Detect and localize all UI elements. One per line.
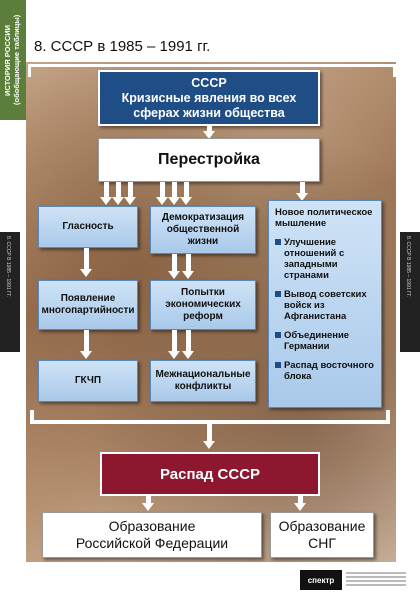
outcome-line-1: Образование	[278, 518, 366, 534]
arrow-to-collapse	[203, 424, 215, 449]
list-item: Улучшение отношений с западными странами	[275, 237, 375, 281]
cis-box: Образование СНГ	[270, 512, 374, 558]
arrow-down	[124, 182, 136, 205]
new-thinking-heading: Новое политическое мышление	[275, 207, 373, 229]
arrow-down	[100, 182, 112, 205]
side-tab-label: ИСТОРИЯ РОССИИ (обобщающие таблицы)	[3, 14, 21, 106]
page-title: 8. СССР в 1985 – 1991 гг.	[34, 38, 211, 55]
ethnic-conflicts-box: Межнациональные конфликты	[150, 360, 256, 402]
list-item: Вывод советских войск из Афганистана	[275, 289, 375, 322]
list-item: Распад восточного блока	[275, 360, 375, 382]
arrow-down	[142, 496, 154, 511]
list-item-text: Улучшение отношений с западными странами	[284, 237, 345, 281]
crisis-line-2: сферах жизни общества	[133, 105, 285, 120]
bullet-icon	[275, 362, 281, 368]
collapse-label: Распад СССР	[159, 465, 261, 483]
multiparty-label: Появление многопартийности	[41, 293, 135, 316]
russian-federation-box: Образование Российской Федерации	[42, 512, 262, 558]
glasnost-label: Гласность	[62, 221, 114, 232]
democratization-box: Демократизация общественной жизни	[150, 206, 256, 254]
collector-line	[30, 420, 390, 424]
outcome-line-2: Российской Федерации	[75, 535, 229, 551]
arrow-ussr-to-perestroika	[203, 126, 215, 139]
democratization-label: Демократизация общественной жизни	[161, 212, 245, 247]
bullet-icon	[275, 239, 281, 245]
publisher-logo: спектр	[300, 570, 342, 590]
arrow-down	[80, 330, 92, 359]
arrow-down	[112, 182, 124, 205]
ussr-crisis-box: СССР Кризисные явления во всех сферах жи…	[98, 70, 320, 126]
gkchp-label: ГКЧП	[74, 375, 102, 386]
perestroika-label: Перестройка	[158, 151, 260, 168]
edge-strip-right: 8. СССР В 1985 – 1991 ГГ.	[400, 232, 420, 352]
publisher-logo-text: спектр	[307, 575, 335, 585]
collector-left-leg	[30, 410, 34, 422]
list-item-text: Вывод советских войск из Афганистана	[284, 289, 367, 322]
gkchp-box: ГКЧП	[38, 360, 138, 402]
bullet-icon	[275, 332, 281, 338]
arrow-down	[168, 330, 180, 359]
economic-reforms-label: Попытки экономических реформ	[165, 287, 241, 322]
perestroika-box: Перестройка	[98, 138, 320, 182]
edge-label-right: 8. СССР В 1985 – 1991 ГГ.	[405, 236, 411, 298]
side-tab: ИСТОРИЯ РОССИИ (обобщающие таблицы)	[0, 0, 26, 120]
arrow-down	[156, 182, 168, 205]
glasnost-box: Гласность	[38, 206, 138, 248]
ussr-label: СССР	[191, 75, 227, 90]
new-thinking-box: Новое политическое мышление Улучшение от…	[268, 200, 382, 408]
list-item: Объединение Германии	[275, 330, 375, 352]
publisher-info	[346, 572, 406, 588]
list-item-text: Распад восточного блока	[284, 360, 374, 382]
edge-label-left: 8. СССР В 1985 – 1991 ГГ.	[5, 236, 11, 298]
arrow-down	[80, 248, 92, 277]
ussr-collapse-box: Распад СССР	[100, 452, 320, 496]
economic-reforms-box: Попытки экономических реформ	[150, 280, 256, 330]
edge-strip-left: 8. СССР В 1985 – 1991 ГГ.	[0, 232, 20, 352]
arrow-down	[296, 182, 308, 201]
bullet-icon	[275, 291, 281, 297]
arrow-down	[168, 254, 180, 279]
top-bracket	[28, 64, 396, 77]
list-item-text: Объединение Германии	[284, 330, 350, 352]
arrow-down	[294, 496, 306, 511]
outcome-line-2: СНГ	[308, 535, 336, 551]
arrow-down	[168, 182, 180, 205]
ethnic-conflicts-label: Межнациональные конфликты	[155, 369, 251, 392]
arrow-down	[182, 254, 194, 279]
collector-right-leg	[386, 410, 390, 422]
outcome-line-1: Образование	[108, 518, 196, 534]
arrow-down	[182, 330, 194, 359]
multiparty-box: Появление многопартийности	[38, 280, 138, 330]
arrow-down	[180, 182, 192, 205]
crisis-line-1: Кризисные явления во всех	[121, 90, 297, 105]
